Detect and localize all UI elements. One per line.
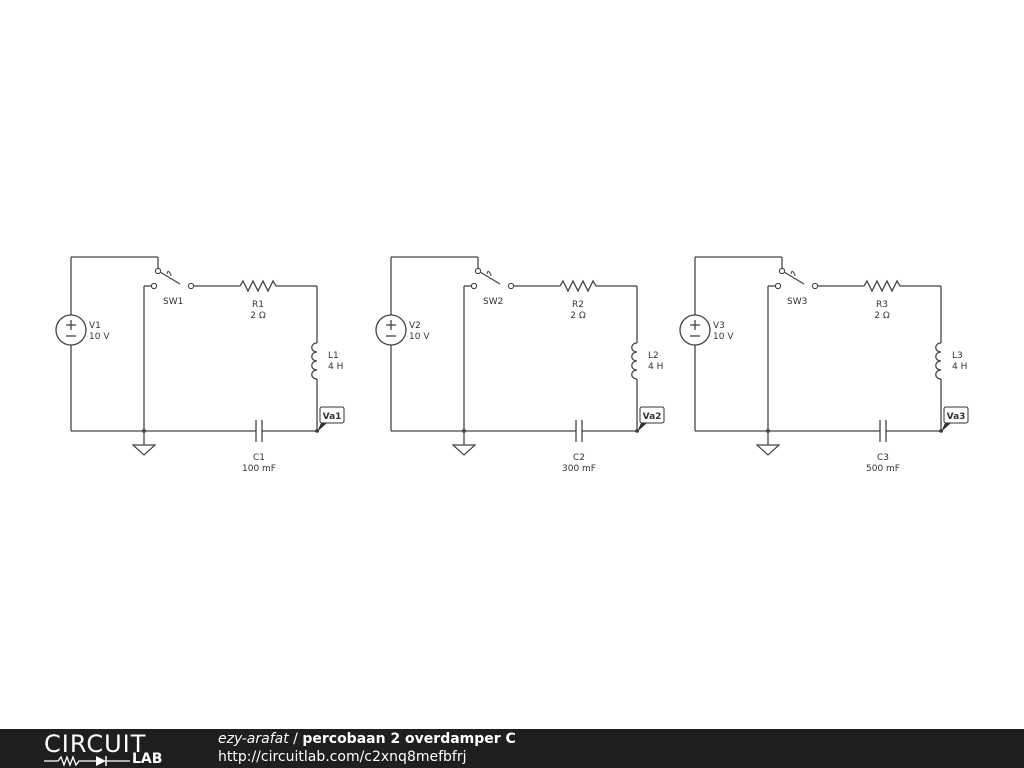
source-name-label: V3 bbox=[713, 321, 725, 331]
circuitlab-logo[interactable]: CIRCUIT bbox=[44, 730, 147, 758]
probe-name-label: Va2 bbox=[643, 412, 662, 422]
switch[interactable] bbox=[150, 267, 195, 290]
ground-symbol[interactable] bbox=[451, 444, 477, 456]
resistor-value-label: 2 Ω bbox=[874, 311, 890, 321]
ground-symbol[interactable] bbox=[131, 444, 157, 456]
source-name-label: V1 bbox=[89, 321, 101, 331]
logo-lab-text: LAB bbox=[132, 751, 163, 767]
switch-label: SW1 bbox=[163, 297, 183, 307]
author-link[interactable]: ezy-arafat bbox=[218, 731, 289, 747]
circuit-title[interactable]: percobaan 2 overdamper C bbox=[302, 731, 516, 747]
inductor-name-label: L3 bbox=[952, 351, 963, 361]
resistor[interactable] bbox=[239, 279, 277, 293]
title-separator: / bbox=[288, 731, 303, 747]
capacitor[interactable] bbox=[575, 420, 583, 442]
source-value-label: 10 V bbox=[713, 332, 734, 342]
junction-dot bbox=[462, 429, 466, 433]
resistor[interactable] bbox=[863, 279, 901, 293]
footer-bar: CIRCUIT LAB ezy-arafat / percobaan 2 ove… bbox=[0, 729, 1024, 768]
inductor-name-label: L1 bbox=[328, 351, 339, 361]
probe-label[interactable] bbox=[939, 406, 969, 433]
capacitor[interactable] bbox=[879, 420, 887, 442]
switch-label: SW3 bbox=[787, 297, 807, 307]
circuit-wires bbox=[390, 256, 638, 445]
inductor-value-label: 4 H bbox=[328, 362, 343, 372]
probe-name-label: Va1 bbox=[323, 412, 342, 422]
inductor[interactable] bbox=[631, 342, 638, 380]
source-value-label: 10 V bbox=[89, 332, 110, 342]
capacitor-value-label: 100 mF bbox=[242, 464, 276, 474]
capacitor-name-label: C1 bbox=[253, 453, 265, 463]
ground-symbol[interactable] bbox=[755, 444, 781, 456]
circuit-url[interactable]: http://circuitlab.com/c2xnq8mefbfrj bbox=[218, 749, 467, 765]
switch[interactable] bbox=[774, 267, 819, 290]
resistor-name-label: R1 bbox=[252, 300, 264, 310]
inductor-value-label: 4 H bbox=[952, 362, 967, 372]
source-value-label: 10 V bbox=[409, 332, 430, 342]
voltage-source[interactable] bbox=[55, 314, 87, 346]
capacitor-value-label: 300 mF bbox=[562, 464, 596, 474]
probe-name-label: Va3 bbox=[947, 412, 966, 422]
junction-dot bbox=[142, 429, 146, 433]
source-name-label: V2 bbox=[409, 321, 421, 331]
resistor[interactable] bbox=[559, 279, 597, 293]
resistor-value-label: 2 Ω bbox=[570, 311, 586, 321]
capacitor-name-label: C2 bbox=[573, 453, 585, 463]
inductor-value-label: 4 H bbox=[648, 362, 663, 372]
resistor-value-label: 2 Ω bbox=[250, 311, 266, 321]
capacitor-name-label: C3 bbox=[877, 453, 889, 463]
resistor-name-label: R3 bbox=[876, 300, 888, 310]
inductor[interactable] bbox=[311, 342, 318, 380]
resistor-name-label: R2 bbox=[572, 300, 584, 310]
switch-label: SW2 bbox=[483, 297, 503, 307]
capacitor[interactable] bbox=[255, 420, 263, 442]
voltage-source[interactable] bbox=[679, 314, 711, 346]
junction-dot bbox=[766, 429, 770, 433]
inductor-name-label: L2 bbox=[648, 351, 659, 361]
voltage-source[interactable] bbox=[375, 314, 407, 346]
probe-label[interactable] bbox=[635, 406, 665, 433]
capacitor-value-label: 500 mF bbox=[866, 464, 900, 474]
circuit-wires bbox=[70, 256, 318, 445]
probe-label[interactable] bbox=[315, 406, 345, 433]
logo-waveform-icon bbox=[44, 755, 130, 767]
switch[interactable] bbox=[470, 267, 515, 290]
inductor[interactable] bbox=[935, 342, 942, 380]
circuit-title-line: ezy-arafat / percobaan 2 overdamper C bbox=[218, 731, 516, 747]
